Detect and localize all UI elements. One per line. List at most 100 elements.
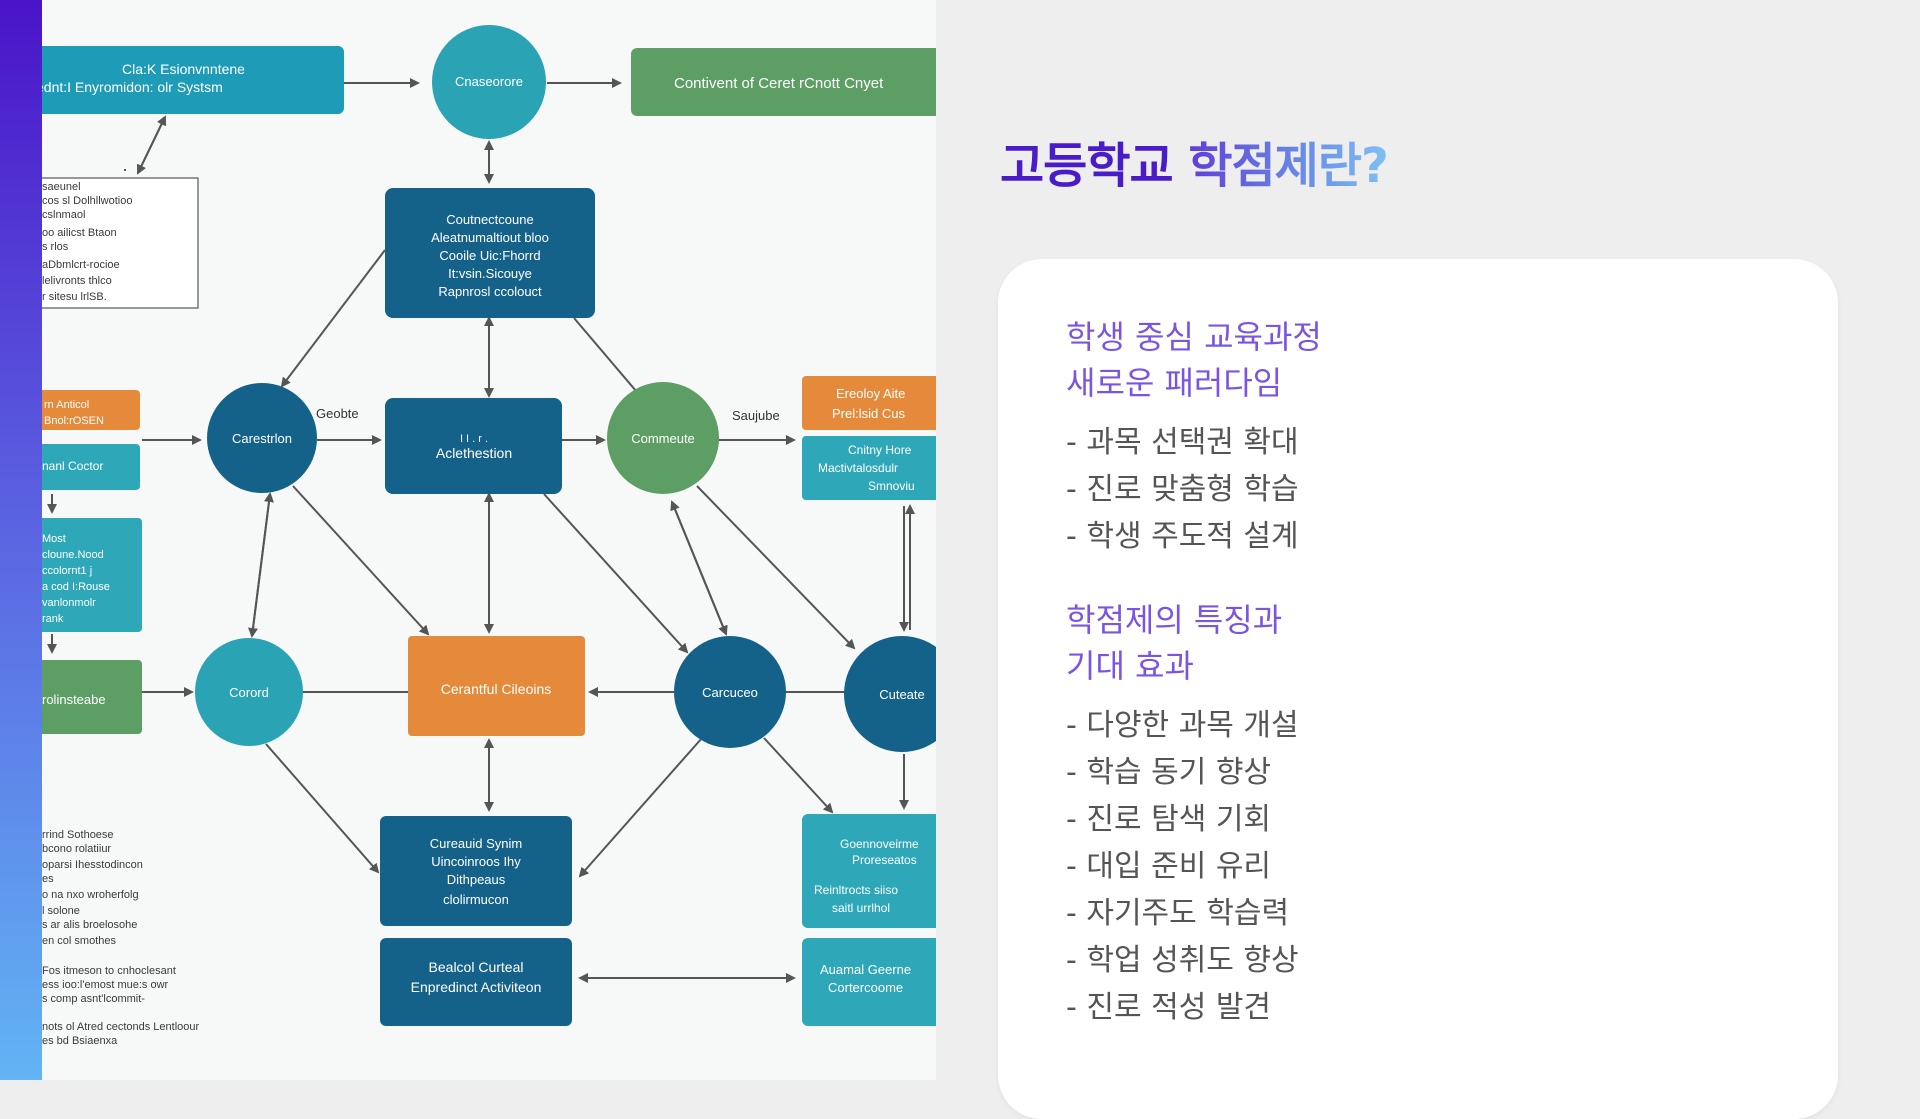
node-left-teal-label: nanl Coctor [42,459,103,473]
note-line: s rlos [42,241,69,253]
node-center-orange [408,636,585,736]
section-heading-line: 학생 중심 교육과정 [1066,318,1322,356]
annotation-note-box [42,177,199,309]
section-heading-features: 학점제의 특징과 기대 효과 [1066,597,1282,689]
note-line: en col smothes [42,935,116,947]
node-right-teal [802,436,936,500]
node-lower-center-label-3: Dithpeaus [447,872,506,887]
list-item: - 진로 적성 발견 [1066,990,1272,1025]
list-item: - 대입 준비 유리 [1066,849,1272,884]
node-right-orange-label-2: Prel:lsid Cus [832,406,905,421]
node-lower-right-label-2: Proreseatos [852,853,917,867]
section-heading-line: 학점제의 특징과 [1066,601,1283,639]
node-right-orange [802,376,936,430]
node-top-circle [432,25,546,139]
node-right-teal-label-2: Mactivtalosdulr [818,461,898,475]
note-line: o na nxo wroherfolg [42,889,139,901]
annotation-note-lines: saeunel cos sl Dolhllwotioo cslnmaol oo … [42,181,132,303]
note-line: bcono rolatiiur [42,843,111,855]
list-item: - 자기주도 학습력 [1066,896,1290,931]
node-left-teal-block-line: a cod I:Rouse [42,581,110,593]
node-center-top-label-5: Rapnrosl ccolouct [438,284,542,299]
node-right-teal-label-1: Cnitny Hore [848,443,912,457]
node-lower-right-label-4: saitl urrlhol [832,901,890,915]
note-line: aDbmlcrt-rocioe [42,259,120,271]
slide-title: 고등학교 학점제란? [1000,126,1389,196]
node-right-teal-label-3: Smnoviu [868,479,915,493]
node-lower-center-label-2: Uincoinroos Ihy [431,854,521,869]
node-lower-center-label-4: clolirmucon [443,892,509,907]
note-line: saeunel [42,181,81,193]
node-left-orange-label-2: Bnol:rOSEN [44,415,104,427]
list-item: - 진로 맞춤형 학습 [1066,472,1299,507]
note-line: r sitesu lrlSB. [42,291,107,303]
node-bottom-mid-circle [674,636,786,748]
edge-label-left: Geobte [316,406,359,421]
note-line: cslnmaol [42,209,85,221]
node-left-green-label: rolinsteabe [42,692,106,707]
annotation-bottom-notes: rrind Sothoese bcono rolatiiur oparsi Ih… [42,829,199,1047]
node-center-top-label-1: Coutnectcoune [446,212,533,227]
slide-title-part-1: 고등학교 [1000,138,1174,194]
note-line: s comp asnt'lcommit- [42,993,145,1005]
edge-label-right: Saujube [732,408,780,423]
list-item: - 진로 탐색 기회 [1066,802,1272,837]
node-bottom-center-label-1: Bealcol Curteal [429,959,524,975]
node-lower-center-label-1: Cureauid Synim [430,836,523,851]
node-left-teal-block-line: vanlonmolr [42,597,96,609]
accent-bar [0,0,42,1080]
node-left-teal [42,444,140,490]
node-center-top [385,188,595,318]
node-top-left-label-2: ednt:I Enyromidon: olr Systsm [42,79,223,95]
note-line: l solone [42,905,80,917]
note-line: oo ailicst Btaon [42,227,117,239]
node-left-teal-block-line: ccolornt1 j [42,565,92,577]
node-bottom-center-label-2: Enpredinct Activiteon [411,979,542,995]
list-item: - 학업 성취도 향상 [1066,943,1299,978]
node-left-orange-label-1: rn Anticol [44,399,89,411]
diagram-connectors [47,78,915,983]
node-bottom-left-circle-label: Corord [229,685,269,700]
note-line: rrind Sothoese [42,829,114,841]
note-line: s ar alis broelosohe [42,919,137,931]
node-bottom-center [380,938,572,1026]
node-left-mid-circle-label: Carestrlon [232,431,292,446]
node-top-right-label: Contivent of Ceret rCnott Cnyet [674,75,884,92]
node-center-top-label-4: It:vsin.Sicouye [448,266,532,281]
note-line: es bd Bsiaenxa [42,1035,118,1047]
node-center-top-label-3: Cooile Uic:Fhorrd [439,248,540,263]
note-line: es [42,873,54,885]
node-left-orange [42,390,140,430]
node-top-left-label-1: Cla:K Esionvnntene [122,61,245,77]
node-left-green [42,660,142,734]
note-line: nots ol Atred cectonds Lentloour [42,1021,199,1033]
node-left-teal-block [42,518,142,632]
section-heading-line: 새로운 패러다임 [1066,364,1283,402]
list-item: - 학생 주도적 설계 [1066,519,1299,554]
node-bottom-left-circle [195,638,303,746]
node-center-top-label-2: Aleatnumaltiout bloo [431,230,549,245]
node-right-orange-label-1: Ereoloy Aite [836,386,905,401]
node-bottom-mid-circle-label: Carcuceo [702,685,758,700]
node-bottom-right-circle-label: Cuteate [879,687,925,702]
curriculum-bullet-list: - 과목 선택권 확대 - 진로 맞춤형 학습 - 학생 주도적 설계 [1066,419,1299,560]
node-middle-box [385,398,562,494]
slide-title-part-2: 학점제란? [1188,138,1388,194]
note-line: oparsi Ihesstodincon [42,859,143,871]
node-center-orange-label: Cerantful Cileoins [441,681,552,697]
note-line: cos sl Dolhllwotioo [42,195,132,207]
node-middle-box-label: Aclethestion [436,445,512,461]
section-heading-curriculum: 학생 중심 교육과정 새로운 패러다임 [1066,314,1322,406]
node-left-teal-block-line: rank [42,613,64,625]
node-top-circle-label: Cnaseorore [455,74,523,89]
list-item: - 학습 동기 향상 [1066,755,1272,790]
node-lower-right [802,814,936,928]
node-left-teal-block-line: cloune.Nood [42,549,104,561]
note-line: Fos itmeson to cnhoclesant [42,965,176,977]
features-bullet-list: - 다양한 과목 개설 - 학습 동기 향상 - 진로 탐색 기회 - 대입 준… [1066,702,1299,1031]
system-diagram: Cla:K Esionvnntene ednt:I Enyromidon: ol… [42,25,936,1047]
list-item: - 과목 선택권 확대 [1066,425,1299,460]
node-top-right [631,48,936,116]
node-bottom-right [802,938,936,1026]
list-item: - 다양한 과목 개설 [1066,708,1299,743]
